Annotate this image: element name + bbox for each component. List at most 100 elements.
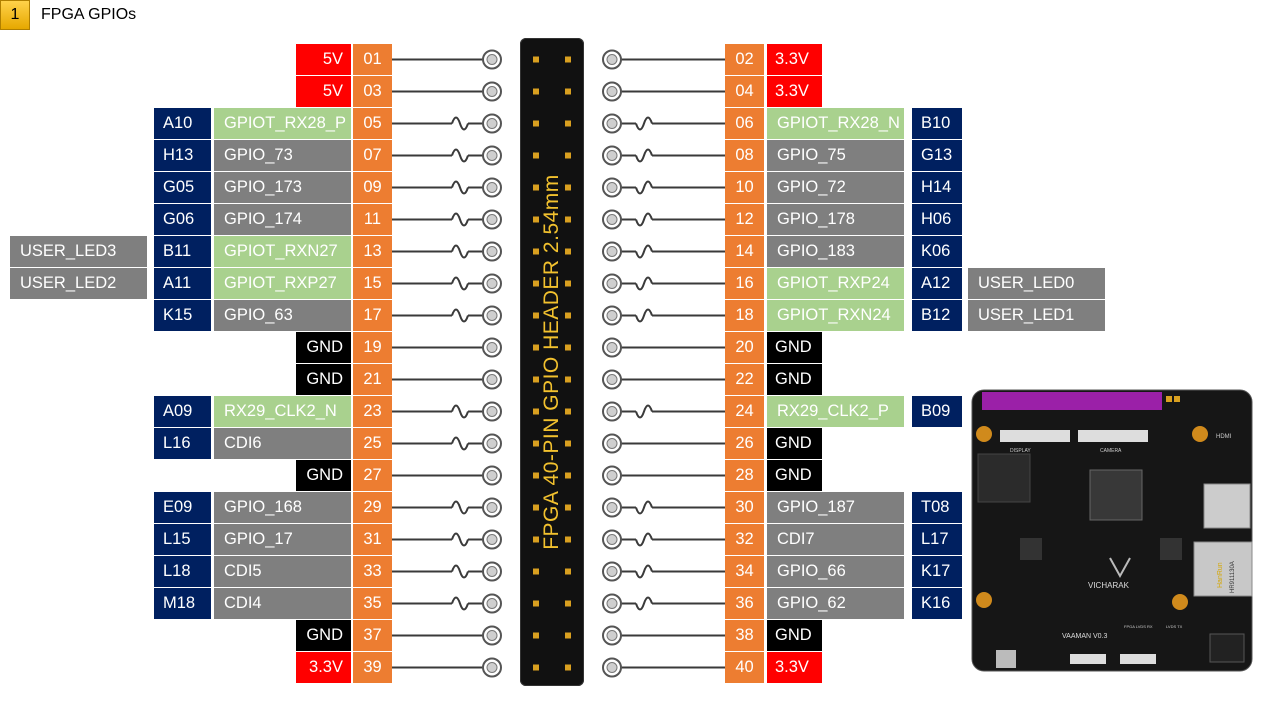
wire-differential-hump xyxy=(635,180,653,195)
pin-node xyxy=(602,49,622,70)
signal-label: GND xyxy=(767,332,822,363)
pin-number-31: 31 xyxy=(353,524,392,555)
mount-hole-icon xyxy=(976,426,992,442)
signal-label: GND xyxy=(767,364,822,395)
ethernet-port xyxy=(1193,541,1253,597)
pin-number-22: 22 xyxy=(725,364,764,395)
display-connector xyxy=(1000,430,1070,442)
signal-label: GND xyxy=(296,364,351,395)
pin-node xyxy=(602,497,622,518)
silk-hdmi: HDMI xyxy=(1216,434,1232,440)
pin-node xyxy=(482,593,502,614)
wire-differential-hump xyxy=(451,180,469,195)
signal-label: 5V xyxy=(296,44,351,75)
pin-node xyxy=(602,433,622,454)
header-pad xyxy=(533,88,539,95)
signal-label: GPIOT_RX28_P xyxy=(214,108,351,139)
pin-number-25: 25 xyxy=(353,428,392,459)
header-pad xyxy=(565,536,571,543)
header-pad xyxy=(533,184,539,191)
fpga-ball-label: B10 xyxy=(912,108,962,139)
fpga-ball-label: K15 xyxy=(154,300,211,331)
pin-node xyxy=(482,337,502,358)
pin-node xyxy=(482,177,502,198)
header-pad xyxy=(533,376,539,383)
pin-number-39: 39 xyxy=(353,652,392,683)
pin-number-07: 07 xyxy=(353,140,392,171)
wire-differential-hump xyxy=(635,276,653,291)
fpga-ball-label: L18 xyxy=(154,556,211,587)
pin-node xyxy=(482,561,502,582)
silk-fpga-rx: FPGA LVDS RX xyxy=(1124,624,1153,629)
pin-node xyxy=(602,337,622,358)
signal-label: GPIOT_RX28_N xyxy=(767,108,904,139)
pin-node xyxy=(602,593,622,614)
pin-number-20: 20 xyxy=(725,332,764,363)
wire-differential-hump xyxy=(451,244,469,259)
camera-connector xyxy=(1078,430,1148,442)
small-chip xyxy=(1160,538,1182,560)
header-pad xyxy=(565,280,571,287)
signal-label: RX29_CLK2_P xyxy=(767,396,904,427)
header-pad xyxy=(565,600,571,607)
fpga-ball-label: B09 xyxy=(912,396,962,427)
fpga-ball-label: K06 xyxy=(912,236,962,267)
pin-number-06: 06 xyxy=(725,108,764,139)
header-pad xyxy=(533,312,539,319)
header-pad xyxy=(565,472,571,479)
signal-label: GPIO_62 xyxy=(767,588,904,619)
signal-label: GPIO_187 xyxy=(767,492,904,523)
pin-number-03: 03 xyxy=(353,76,392,107)
signal-label: GPIO_75 xyxy=(767,140,904,171)
pin-number-29: 29 xyxy=(353,492,392,523)
wire-differential-hump xyxy=(635,116,653,131)
header-pad xyxy=(533,120,539,127)
signal-label: GPIO_168 xyxy=(214,492,351,523)
signal-label: GND xyxy=(296,332,351,363)
signal-label: 3.3V xyxy=(767,44,822,75)
pin-number-27: 27 xyxy=(353,460,392,491)
pin-number-32: 32 xyxy=(725,524,764,555)
wire-differential-hump xyxy=(451,308,469,323)
pin-node xyxy=(482,81,502,102)
signal-label: 3.3V xyxy=(767,76,822,107)
bottom-connector xyxy=(1070,654,1106,664)
header-pad xyxy=(565,568,571,575)
pin-number-14: 14 xyxy=(725,236,764,267)
header-pad xyxy=(533,248,539,255)
fpga-ball-label: A10 xyxy=(154,108,211,139)
signal-label: GPIOT_RXN24 xyxy=(767,300,904,331)
fpga-ball-label: A09 xyxy=(154,396,211,427)
user-led-label: USER_LED1 xyxy=(968,300,1105,331)
signal-label: CDI4 xyxy=(214,588,351,619)
wire-differential-hump xyxy=(451,532,469,547)
signal-label: CDI6 xyxy=(214,428,351,459)
pin-number-21: 21 xyxy=(353,364,392,395)
fpga-ball-label: M18 xyxy=(154,588,211,619)
header-pad xyxy=(533,216,539,223)
signal-label: GPIO_72 xyxy=(767,172,904,203)
pin-node xyxy=(482,529,502,550)
header-pad xyxy=(565,152,571,159)
pin-node xyxy=(602,401,622,422)
fpga-ball-label: L16 xyxy=(154,428,211,459)
pin-number-23: 23 xyxy=(353,396,392,427)
pin-number-37: 37 xyxy=(353,620,392,651)
header-pad xyxy=(565,88,571,95)
wire-differential-hump xyxy=(635,404,653,419)
header-pad xyxy=(565,120,571,127)
gpio-header-connector xyxy=(520,38,584,686)
signal-label: GPIO_173 xyxy=(214,172,351,203)
header-pad xyxy=(533,504,539,511)
header-pad xyxy=(565,504,571,511)
header-pad xyxy=(533,472,539,479)
silk-hr911130a: HR911130A xyxy=(1230,561,1236,593)
wire-differential-hump xyxy=(635,564,653,579)
board-photo: DISPLAY CAMERA HanRun HR911130A HDMI VIC… xyxy=(971,389,1253,672)
header-pad xyxy=(533,568,539,575)
small-chip xyxy=(1020,538,1042,560)
fpga-ball-label: B12 xyxy=(912,300,962,331)
signal-label: GND xyxy=(767,620,822,651)
